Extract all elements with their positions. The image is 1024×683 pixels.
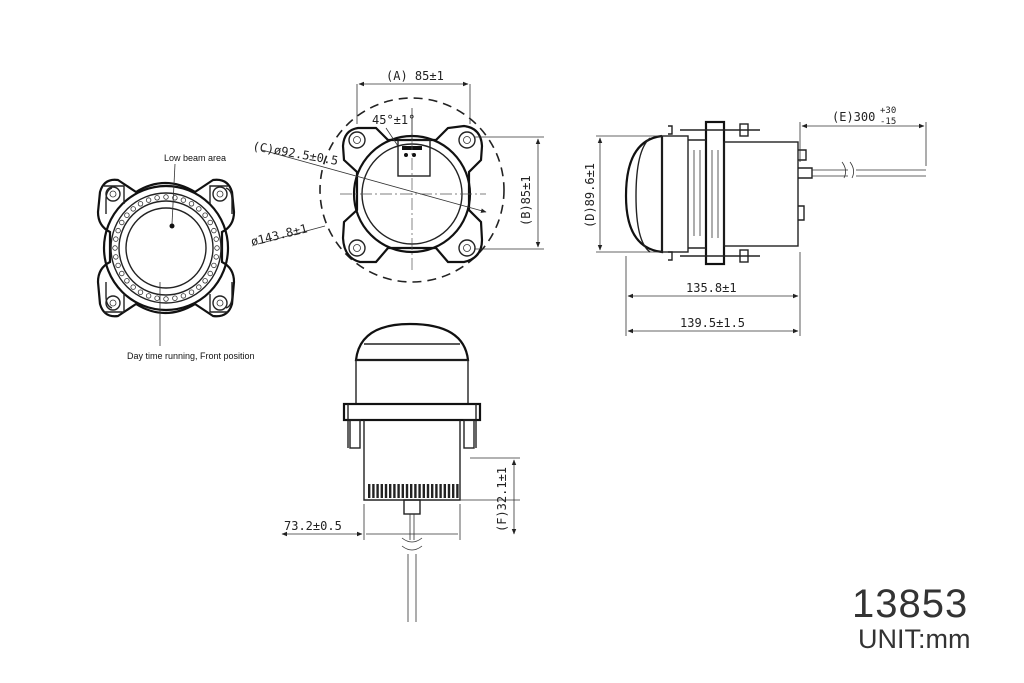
cooling-fin — [389, 484, 392, 498]
cooling-fin — [431, 484, 434, 498]
led-dot — [214, 245, 220, 251]
bottom-connector — [403, 499, 421, 515]
led-dot — [119, 270, 125, 277]
cooling-fin — [443, 484, 446, 498]
cooling-fin — [435, 484, 438, 498]
led-dot — [180, 293, 187, 299]
front-led-dots — [112, 194, 220, 302]
dim-len2-label: 139.5±1.5 — [680, 316, 745, 330]
led-dot — [124, 212, 130, 218]
dim-f-label: (F)32.1±1 — [495, 467, 509, 532]
led-dot — [207, 270, 213, 277]
cooling-fin — [380, 484, 383, 498]
bottom-view: 73.2±0.5 (F)32.1±1 — [281, 322, 520, 622]
dim-d-label: (D)89.6±1 — [583, 163, 597, 228]
part-number: 13853 — [852, 582, 969, 626]
bottom-lens-dome — [354, 322, 470, 362]
led-dot — [130, 284, 136, 290]
cooling-fin — [456, 484, 459, 498]
led-dot — [188, 201, 195, 207]
led-dot — [202, 212, 208, 218]
dim-b-label: (B)85±1 — [519, 175, 533, 226]
cooling-fin — [422, 484, 425, 498]
cooling-fin — [397, 484, 400, 498]
dim-e-label: (E)300 — [832, 110, 875, 124]
top-mounting-lugs — [348, 131, 476, 257]
top-view: (A) 85±1 45°±1° (C)ø92.5±0.5 ø143.8±1 (B… — [249, 69, 544, 283]
cooling-fin — [393, 484, 396, 498]
led-dot — [137, 289, 144, 295]
side-view: (D)89.6±1 (E)300 +30 -15 135.8±1 139.5±1… — [583, 106, 927, 336]
side-lens-dome — [624, 134, 664, 254]
led-dot — [180, 197, 187, 203]
bottom-cooling-fins — [368, 484, 459, 498]
dim-e-minus: -15 — [880, 117, 896, 127]
front-lens — [125, 207, 207, 289]
led-dot — [211, 227, 217, 234]
side-rear-body — [723, 141, 799, 247]
cooling-fin — [405, 484, 409, 498]
led-dot — [119, 219, 125, 226]
led-dot — [154, 295, 160, 301]
led-dot — [115, 227, 121, 234]
led-dot — [163, 296, 169, 302]
led-dot — [196, 206, 202, 212]
cooling-fin — [439, 484, 442, 498]
cooling-fin — [410, 484, 413, 498]
led-dot — [113, 254, 119, 260]
cooling-fin — [372, 484, 375, 498]
led-dot — [202, 278, 208, 284]
led-dot — [112, 245, 118, 251]
cooling-fin — [414, 484, 417, 498]
cooling-fin — [368, 484, 371, 498]
cooling-fin — [384, 484, 388, 498]
led-dot — [211, 262, 217, 269]
day-running-label: Day time running, Front position — [127, 351, 255, 361]
unit-label: UNIT:mm — [858, 624, 971, 654]
front-led-ring-outer — [110, 192, 222, 304]
front-bezel-ring — [102, 184, 230, 312]
led-dot — [163, 194, 169, 200]
dim-len1-label: 135.8±1 — [686, 281, 737, 295]
led-dot — [137, 201, 144, 207]
dim-c-label: (C)ø92.5±0.5 — [251, 139, 339, 168]
led-dot — [172, 295, 178, 301]
outer-dashed-circle — [319, 97, 505, 283]
bottom-flange — [342, 402, 482, 422]
front-view: Low beam area Day time running, Front po… — [96, 153, 255, 361]
cooling-fin — [447, 484, 451, 498]
cooling-fin — [401, 484, 404, 498]
led-dot — [130, 206, 136, 212]
led-dot — [154, 195, 160, 201]
low-beam-label: Low beam area — [164, 153, 226, 163]
led-dot — [124, 278, 130, 284]
led-dot — [172, 195, 178, 201]
side-bezel — [661, 135, 689, 253]
led-dot — [113, 236, 119, 242]
cooling-fin — [452, 484, 455, 498]
led-dot — [207, 219, 213, 226]
top-housing-outline — [341, 124, 484, 264]
cooling-fin — [418, 484, 421, 498]
dim-outer-label: ø143.8±1 — [249, 221, 308, 249]
dim-a-label: (A) 85±1 — [386, 69, 444, 83]
cooling-fin — [426, 484, 430, 498]
label-plate — [397, 139, 431, 177]
bottom-bezel — [355, 359, 469, 405]
led-dot — [213, 236, 219, 242]
side-flange — [704, 120, 726, 266]
led-dot — [188, 289, 195, 295]
front-mounting-lugs — [104, 185, 228, 313]
led-dot — [115, 262, 121, 269]
dim-angle-label: 45°±1° — [372, 113, 415, 127]
led-dot — [145, 293, 152, 299]
front-led-ring-inner — [118, 200, 214, 296]
led-dot — [196, 284, 202, 290]
dim-width-label: 73.2±0.5 — [284, 519, 342, 533]
led-dot — [213, 254, 219, 260]
dim-e-plus: +30 — [880, 106, 896, 116]
led-dot — [145, 197, 152, 203]
cooling-fin — [376, 484, 379, 498]
